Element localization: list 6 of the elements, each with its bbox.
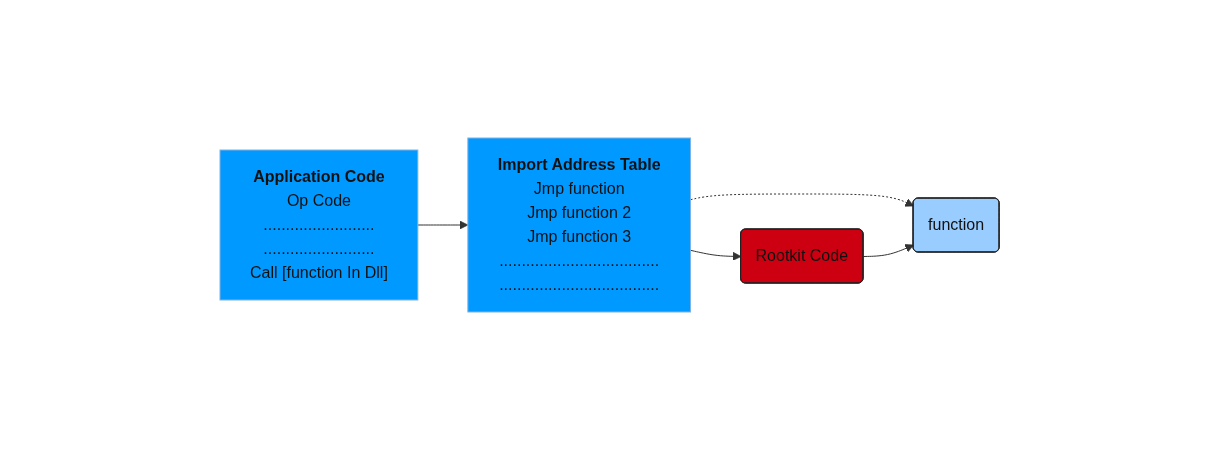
arrow <box>417 220 469 230</box>
node-box: Application Code Op Code ......................... ......................... Call [function In Dll] <box>219 149 419 301</box>
arrow <box>690 193 914 207</box>
arrow <box>863 244 914 257</box>
node-box: Import Address Table Jmp function Jmp function 2 Jmp function 3 .................................... .................................... <box>467 137 691 313</box>
arrow <box>690 249 742 261</box>
